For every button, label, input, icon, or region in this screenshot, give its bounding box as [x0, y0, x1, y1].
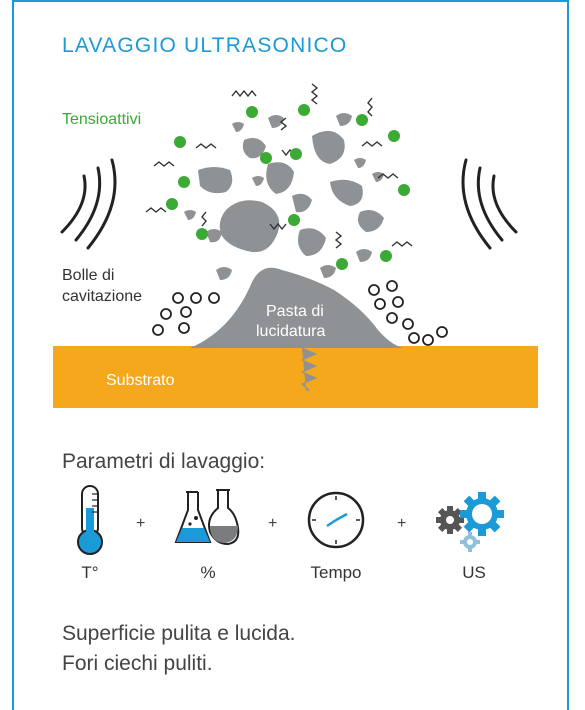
gears-icon [436, 492, 504, 552]
result-line-2: Fori ciechi puliti. [62, 652, 213, 675]
paste-contact-zigzag [300, 347, 318, 391]
ultrasonic-waves-left [60, 158, 117, 250]
lab-flasks-icon [174, 489, 240, 546]
plus-sign: + [136, 515, 146, 532]
substrate-block [53, 346, 538, 408]
surfactant-heads [166, 104, 410, 270]
plus-sign: + [268, 515, 278, 532]
plus-sign: + [397, 515, 407, 532]
paste-label-line1: Pasta di [266, 303, 324, 320]
param-label-temperature: T° [81, 563, 99, 582]
substrate-label: Substrato [106, 372, 175, 389]
parameters-heading: Parametri di lavaggio: [62, 450, 266, 473]
param-label-ultrasound: US [462, 563, 486, 582]
polishing-paste-mound [190, 267, 404, 348]
clock-icon [307, 491, 365, 549]
debris-particles [184, 113, 384, 280]
ultrasonic-waves-right [461, 158, 518, 250]
cleaning-diagram [53, 83, 538, 408]
thermometer-icon [77, 485, 103, 555]
param-label-percent: % [200, 563, 216, 582]
surfactants-label: Tensioattivi [62, 111, 142, 128]
paste-label-line2: lucidatura [256, 323, 326, 340]
bubbles-label-line2: cavitazione [62, 288, 143, 305]
page-title: LAVAGGIO ULTRASONICO [62, 34, 348, 57]
bubbles-label-line1: Bolle di [62, 267, 115, 284]
surfactant-tails [145, 83, 413, 249]
cavitation-bubbles [152, 280, 448, 346]
result-line-1: Superficie pulita e lucida. [62, 622, 296, 645]
param-label-time: Tempo [310, 563, 362, 582]
